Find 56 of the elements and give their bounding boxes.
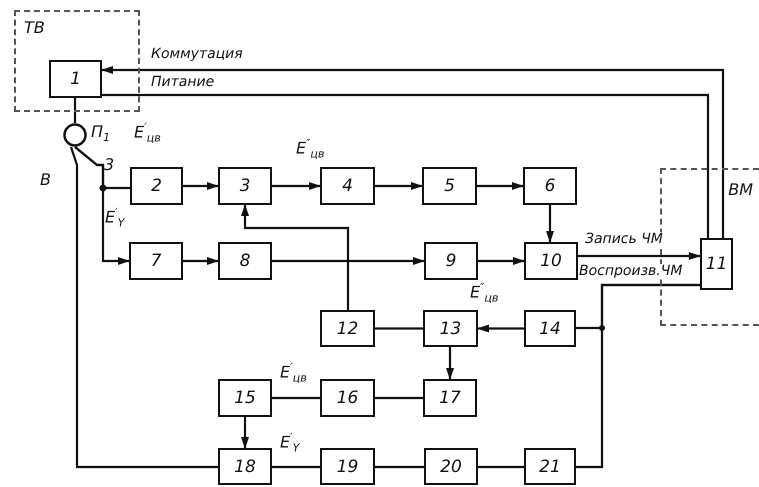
connector-line: [70, 146, 218, 468]
connector-line: [375, 327, 423, 330]
block-box: 17: [423, 379, 477, 417]
connector-line: [74, 98, 76, 123]
contact-label: В: [40, 172, 51, 188]
arrow: [446, 347, 454, 380]
block-box: 18: [218, 448, 272, 485]
arrow: [546, 205, 554, 243]
block-box: 15: [218, 379, 272, 417]
block-box: 16: [320, 379, 375, 417]
arrow: [477, 182, 524, 190]
edge-label: Запись ЧМ: [584, 232, 664, 248]
block-box: 13: [423, 310, 478, 347]
block-box: 20: [424, 448, 478, 485]
edge-label: Коммутация: [150, 47, 244, 62]
block-box: 4: [320, 167, 375, 205]
arrow: [241, 417, 249, 449]
connector-line: [478, 466, 524, 468]
arrow: [241, 204, 350, 310]
dashed-unit-frame: [14, 10, 140, 112]
switch-label: П$_{1}$: [91, 124, 110, 144]
connector-line: [576, 284, 700, 468]
connector-line: [375, 466, 424, 468]
edge-label: Воспроизв.ЧМ: [578, 264, 684, 280]
arrow: [477, 324, 524, 332]
connector-line: [375, 396, 423, 400]
block-box: 2: [130, 167, 183, 205]
block-box: 11: [700, 238, 733, 290]
arrow: [183, 182, 219, 190]
arrow: [183, 257, 219, 265]
switch-coil-circle: [63, 123, 87, 147]
arrow: [272, 257, 425, 265]
arrow: [578, 252, 701, 260]
arrow: [375, 182, 423, 190]
arrow: [74, 146, 130, 265]
block-box: 10: [524, 242, 578, 280]
unit-label: ТВ: [24, 18, 45, 37]
block-box: 7: [129, 242, 183, 280]
block-box: 14: [524, 310, 576, 347]
block-box: 19: [320, 448, 375, 485]
block-box: 21: [524, 448, 576, 485]
block-box: 1: [49, 60, 102, 98]
arrow: [478, 257, 525, 265]
connector-line: [272, 466, 320, 468]
block-box: 3: [218, 167, 272, 205]
block-box: 6: [523, 167, 577, 205]
arrow: [272, 182, 321, 190]
connector-line: [272, 396, 320, 400]
contact-number: 3: [104, 157, 114, 173]
connector-line: [102, 94, 710, 238]
unit-label: ВМ: [728, 180, 753, 199]
arrow: [101, 66, 724, 238]
block-box: 5: [422, 167, 477, 205]
block-box: 12: [320, 310, 375, 347]
block-box: 8: [218, 242, 272, 280]
block-box: 9: [424, 242, 478, 280]
